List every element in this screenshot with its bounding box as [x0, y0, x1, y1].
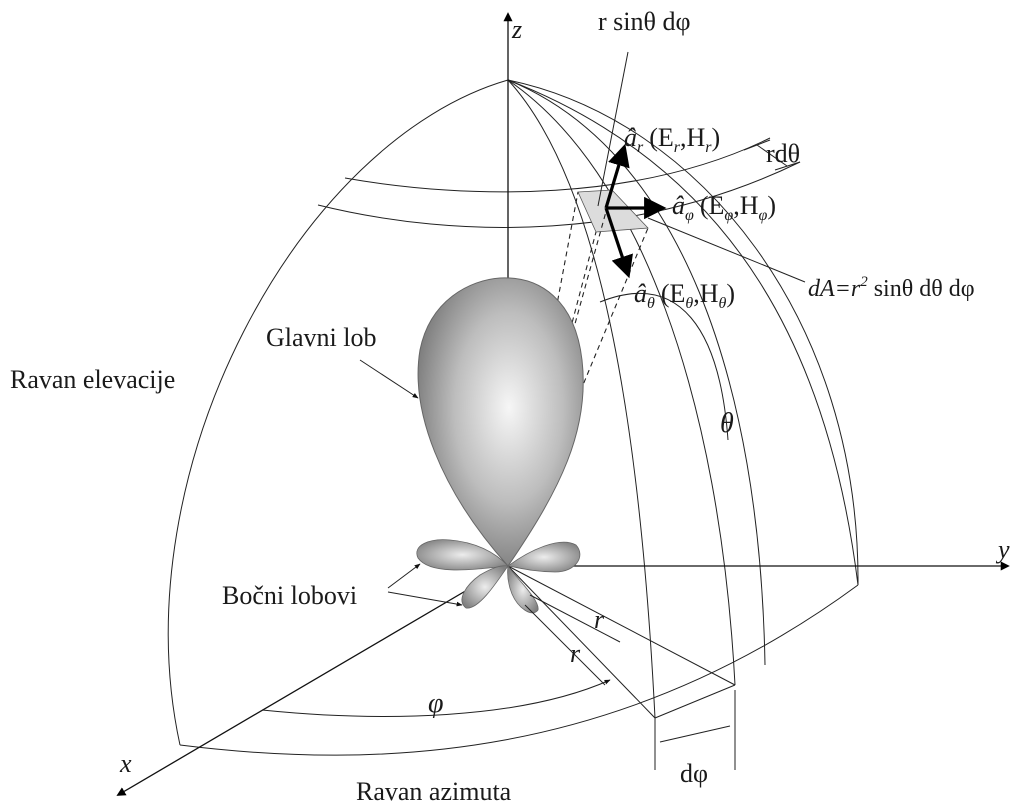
meridian-2: [507, 79, 736, 686]
side-lobe-right: [506, 541, 581, 573]
svg-text:âr(Er,Hr): âr(Er,Hr): [624, 123, 720, 156]
main-lobe-label: Glavni lob: [266, 323, 377, 352]
y-axis-label: y: [995, 535, 1010, 564]
azimuth-base-curve: [179, 584, 859, 756]
leader-main-lobe: [359, 359, 419, 399]
meridian-4: [507, 79, 859, 586]
phi-label: φ: [428, 688, 444, 719]
theta-arc: [599, 292, 729, 441]
svg-text:âφ(Eφ,Hφ): âφ(Eφ,Hφ): [672, 191, 776, 224]
phi-arc: [261, 679, 611, 717]
r-sin-theta-dphi-label: r sinθ dφ: [598, 7, 690, 36]
a-phi-label: âφ(Eφ,Hφ): [672, 191, 776, 224]
radial-line-r1: [507, 565, 736, 686]
a-theta-label: âθ(Eθ,Hθ): [634, 279, 735, 312]
side-lobe-front-right: [507, 564, 539, 614]
rdtheta-dim: [756, 144, 788, 167]
elevation-plane-label: Ravan elevacije: [10, 365, 175, 394]
side-lobes-label: Bočni lobovi: [222, 581, 357, 610]
latitude-lower: [317, 161, 801, 228]
a-r-label: âr(Er,Hr): [624, 123, 720, 156]
x-axis-label: x: [119, 749, 132, 778]
dA-formula-label: dA=r2 sinθ dθ dφ: [808, 274, 975, 302]
r-lower-label: r: [570, 639, 581, 668]
svg-text:dA=r2 sinθ dθ dφ: dA=r2 sinθ dθ dφ: [808, 274, 975, 302]
side-lobe-front-left: [461, 565, 509, 609]
sphere-outline: [167, 79, 859, 746]
d-phi-chord: [654, 684, 736, 719]
side-lobe-left: [416, 539, 509, 571]
x-axis: [116, 565, 509, 796]
z-axis-label: z: [511, 15, 522, 44]
leader-side-lobe-2: [387, 591, 463, 607]
unit-vector-a-r: [604, 143, 630, 209]
r-dim-upper: [529, 594, 621, 643]
leader-r-sin: [597, 51, 629, 207]
radial-line-r2: [507, 565, 656, 719]
unit-vector-a-theta: [604, 207, 633, 279]
main-lobe: [417, 277, 584, 567]
r-dtheta-label: rdθ: [766, 139, 800, 168]
leader-rdtheta-bottom: [774, 161, 801, 171]
meridian-1: [507, 79, 656, 719]
d-phi-label: dφ: [680, 759, 708, 788]
r-upper-label: r: [594, 605, 605, 634]
leader-side-lobe-1: [387, 563, 421, 589]
meridian-3: [507, 79, 766, 666]
theta-label: θ: [720, 408, 734, 439]
latitude-upper: [344, 137, 771, 193]
dphi-dim: [659, 725, 731, 743]
svg-text:âθ(Eθ,Hθ): âθ(Eθ,Hθ): [634, 279, 735, 312]
leader-dA: [647, 217, 806, 283]
azimuth-plane-label: Ravan azimuta: [356, 777, 512, 804]
r-dim-lower: [524, 604, 606, 686]
